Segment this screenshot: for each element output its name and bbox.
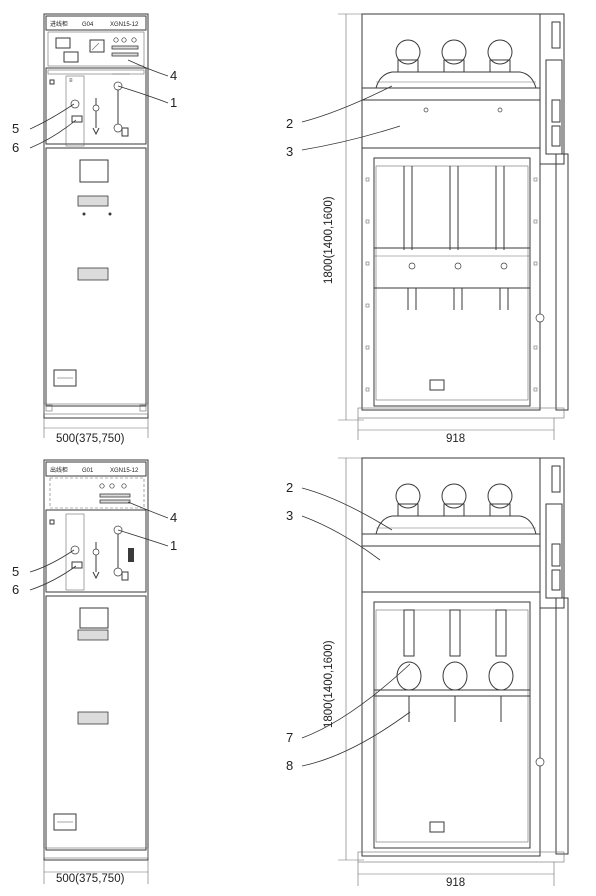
callout-4-bottom: 4	[170, 510, 177, 525]
callout-5-top: 5	[12, 121, 19, 136]
callout-6-bottom: 6	[12, 582, 19, 597]
top-side-insulators	[395, 39, 513, 73]
top-front-label-name: 进线柜	[50, 20, 68, 28]
bottom-front-label-code: G01	[82, 468, 94, 474]
top-front-label-code: G04	[82, 22, 94, 28]
callout-1-top: 1	[170, 95, 177, 110]
top-front-mechanism-door	[65, 75, 85, 147]
callout-4-top: 4	[170, 68, 177, 83]
top-side-height-dim: 1800(1400,1600)	[323, 196, 335, 284]
callout-8: 8	[286, 758, 293, 773]
top-side-busbar-cover	[375, 71, 537, 89]
top-front-callouts: 4 1 5 6	[12, 59, 177, 155]
top-front-ammeter	[89, 39, 105, 53]
top-side-view: 1800(1400,1600)	[323, 13, 569, 445]
bottom-front-label-name: 出线柜	[50, 466, 68, 474]
callout-6-top: 6	[12, 140, 19, 155]
top-front-view: 进线柜 G04 XGN15-12 ≡	[43, 13, 149, 445]
top-side-callouts: 2 3	[286, 85, 401, 159]
top-front-label-model: XGN15-12	[110, 22, 139, 28]
bottom-front-width-dim: 500(375,750)	[56, 873, 125, 885]
callout-3-bottom: 3	[286, 508, 293, 523]
callout-3-top: 3	[286, 144, 293, 159]
bottom-side-view: 1800(1400,1600)	[323, 457, 569, 889]
bottom-side-depth-dim: 918	[446, 877, 465, 889]
bottom-side-current-transformers	[396, 609, 514, 691]
top-front-width-dim: 500(375,750)	[56, 433, 125, 445]
bottom-front-view: 出线柜 G01 XGN15-12 500(375,750)	[43, 459, 149, 885]
callout-1-bottom: 1	[170, 538, 177, 553]
top-side-depth-dim: 918	[446, 433, 465, 445]
callout-7: 7	[286, 730, 293, 745]
bottom-side-callouts: 2 3 7 8	[286, 480, 411, 773]
top-front-meter-box	[55, 37, 71, 49]
callout-2-top: 2	[286, 116, 293, 131]
callout-5-bottom: 5	[12, 564, 19, 579]
bottom-front-callouts: 4 1 5 6	[12, 501, 177, 597]
top-front-window	[79, 159, 109, 183]
callout-2-bottom: 2	[286, 480, 293, 495]
bottom-front-label-model: XGN15-12	[110, 468, 139, 474]
bottom-side-height-dim: 1800(1400,1600)	[323, 640, 335, 728]
svg-text:≡: ≡	[69, 78, 73, 84]
